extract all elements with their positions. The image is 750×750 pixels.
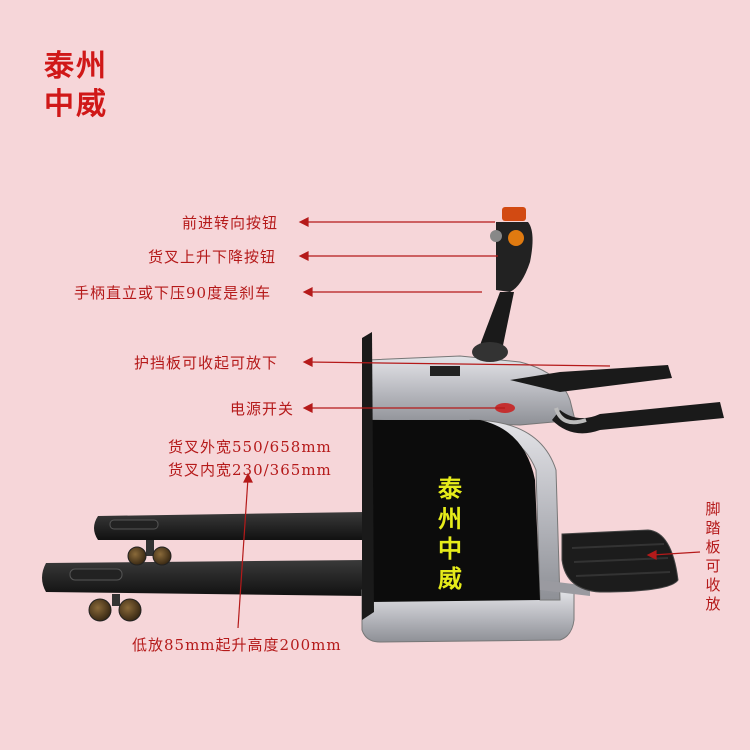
body-brand-char-4: 威 <box>438 564 462 593</box>
label-pedal-char-2: 踏 <box>705 519 721 537</box>
label-fork-lift-lower-button: 货叉上升下降按钮 <box>148 248 277 266</box>
lower-grip <box>552 402 724 434</box>
label-handle-brake: 手柄直立或下压90度是刹车 <box>74 284 272 302</box>
label-pedal-char-4: 可 <box>705 557 721 575</box>
label-fork-outer-width: 货叉外宽550/658mm <box>168 438 332 456</box>
front-fork-slot <box>69 568 123 581</box>
label-pedal-char-5: 收 <box>705 576 721 594</box>
rear-fork-slot <box>109 519 159 530</box>
body-brand-char-1: 泰 <box>438 474 462 503</box>
label-pedal-char-1: 脚 <box>705 500 721 518</box>
rear-fork <box>94 512 365 540</box>
label-lift-height: 低放85mm起升高度200mm <box>132 636 342 654</box>
label-forward-reverse-button: 前进转向按钮 <box>182 214 279 232</box>
body-brand-text: 泰 州 中 威 <box>430 474 470 594</box>
truck-body <box>361 332 576 643</box>
label-pedal-char-6: 放 <box>705 595 721 613</box>
front-fork <box>42 560 365 596</box>
annotation-arrows <box>237 217 701 629</box>
load-wheels <box>88 540 172 622</box>
label-guard-plate: 护挡板可收起可放下 <box>134 354 279 372</box>
body-brand-char-2: 州 <box>438 504 462 533</box>
brand-line-2: 中威 <box>44 87 108 122</box>
brand-line-1: 泰州 <box>44 49 108 84</box>
brand-logo-text: 泰州 中威 <box>44 48 108 124</box>
forks <box>42 512 365 596</box>
label-pedal-char-3: 板 <box>705 538 721 556</box>
tiller-handle <box>472 207 533 362</box>
upper-grip <box>510 365 672 392</box>
foot-pedal <box>540 529 679 596</box>
label-pedal: 脚 踏 板 可 收 放 <box>704 500 722 614</box>
label-fork-inner-width: 货叉内宽230/365mm <box>168 461 332 479</box>
label-power-switch: 电源开关 <box>230 400 295 418</box>
body-brand-char-3: 中 <box>438 534 462 563</box>
